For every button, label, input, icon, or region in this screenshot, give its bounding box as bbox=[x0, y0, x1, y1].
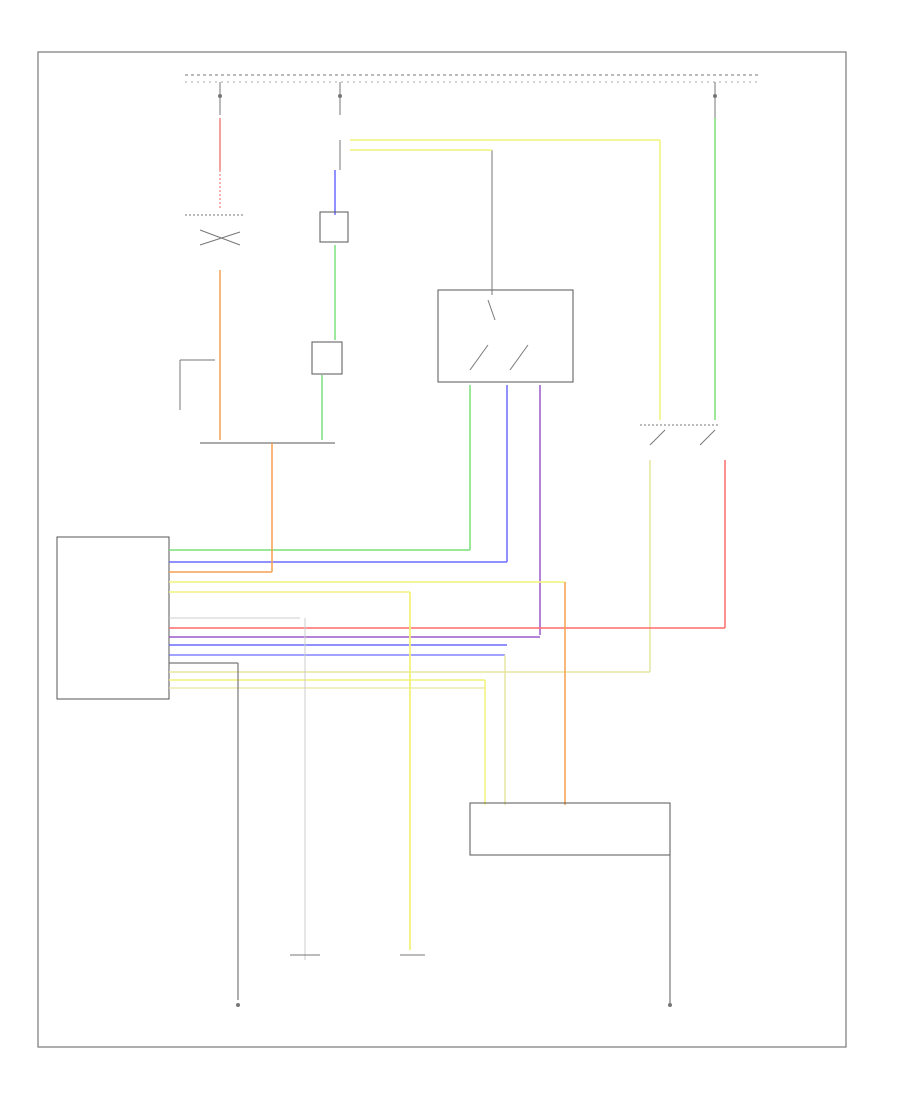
cruise-switch-contacts bbox=[469, 299, 529, 371]
cruise-switch-box bbox=[437, 289, 574, 383]
cruise-module-box bbox=[56, 536, 170, 700]
diagram-border bbox=[37, 51, 847, 1048]
fuse-taps bbox=[218, 82, 717, 118]
brake-switch-wires bbox=[649, 460, 726, 672]
middle-column-wire bbox=[311, 140, 349, 440]
servo-box bbox=[469, 802, 671, 856]
cruise-to-module-wires bbox=[469, 385, 541, 635]
left-column-wire bbox=[179, 118, 221, 440]
module-terminal-lines bbox=[169, 443, 725, 689]
yellow-top-wires bbox=[350, 139, 661, 420]
lower-wires bbox=[237, 582, 566, 1000]
left-relay-switch bbox=[185, 214, 245, 246]
brake-switch bbox=[640, 424, 720, 446]
bottom-components bbox=[236, 954, 672, 1007]
